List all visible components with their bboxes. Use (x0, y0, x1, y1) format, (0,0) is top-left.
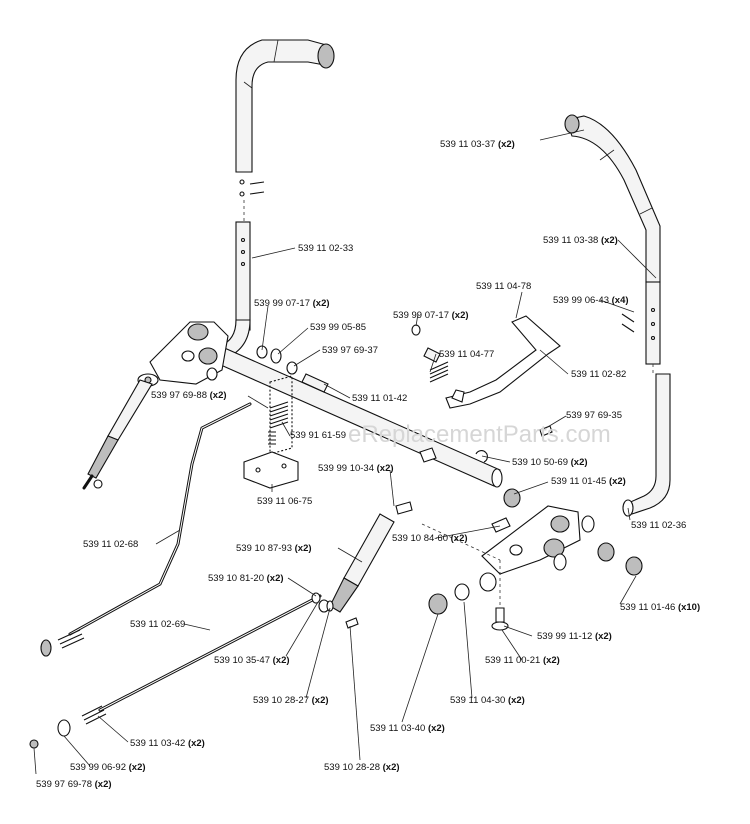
part-label[interactable]: 539 97 69-35 (566, 410, 622, 421)
part-label[interactable]: 539 11 02-33 (298, 243, 353, 254)
part-label[interactable]: 539 10 87-93 (x2) (236, 543, 312, 554)
part-label[interactable]: 539 11 00-21 (x2) (485, 655, 560, 666)
part-label[interactable]: 539 10 35-47 (x2) (214, 655, 290, 666)
part-label[interactable]: 539 11 01-45 (x2) (551, 476, 626, 487)
left-damper (82, 379, 153, 490)
leader-lines (33, 129, 657, 775)
right-lever (445, 315, 561, 409)
right-pivot-bracket (481, 505, 581, 575)
part-label[interactable]: 539 11 03-42 (x2) (130, 738, 205, 749)
part-label[interactable]: 539 11 04-30 (x2) (450, 695, 525, 706)
part-label[interactable]: 539 10 50-69 (x2) (512, 457, 588, 468)
part-label[interactable]: 539 99 06-43 (x4) (553, 295, 629, 306)
center-hardware (311, 425, 553, 629)
part-labels: 539 11 03-37 (x2) 539 11 03-38 (x2) 539 … (36, 139, 700, 790)
part-label[interactable]: 539 11 01-42 (352, 393, 407, 404)
part-label[interactable]: 539 99 07-17 (x2) (393, 310, 469, 321)
part-label[interactable]: 539 91 61-59 (290, 430, 346, 441)
part-label[interactable]: 539 99 10-34 (x2) (318, 463, 394, 474)
part-label[interactable]: 539 11 03-38 (x2) (543, 235, 618, 246)
left-pivot-bracket (137, 321, 229, 387)
part-label[interactable]: 539 11 02-36 (631, 520, 686, 531)
part-label[interactable]: 539 11 03-37 (x2) (440, 139, 515, 150)
part-label[interactable]: 539 11 01-46 (x10) (620, 602, 700, 613)
springs (268, 361, 449, 455)
part-label[interactable]: 539 97 69-88 (x2) (151, 390, 227, 401)
drawing (29, 39, 671, 749)
link-rod-long (29, 594, 322, 749)
part-label[interactable]: 539 99 05-85 (310, 322, 366, 333)
part-label[interactable]: 539 97 69-37 (322, 345, 378, 356)
part-label[interactable]: 539 10 81-20 (x2) (208, 573, 284, 584)
plate-bracket (243, 451, 299, 489)
part-label[interactable]: 539 11 04-78 (476, 281, 531, 292)
link-rod-left (40, 402, 252, 657)
part-label[interactable]: 539 10 84-60 (x2) (392, 533, 468, 544)
right-handle (564, 114, 671, 517)
part-label[interactable]: 539 99 06-92 (x2) (70, 762, 146, 773)
part-label[interactable]: 539 99 07-17 (x2) (254, 298, 330, 309)
part-label[interactable]: 539 11 04-77 (439, 349, 494, 360)
bearings (421, 488, 643, 631)
part-label[interactable]: 539 11 06-75 (257, 496, 312, 507)
part-label[interactable]: 539 10 28-27 (x2) (253, 695, 329, 706)
watermark: eReplacementParts.com (348, 421, 611, 448)
shaft-hardware (256, 324, 441, 393)
part-label[interactable]: 539 11 02-68 (83, 539, 138, 550)
center-damper (318, 501, 413, 613)
part-label[interactable]: 539 10 28-28 (x2) (324, 762, 400, 773)
left-handle (219, 39, 335, 359)
part-label[interactable]: 539 11 03-40 (x2) (370, 723, 445, 734)
part-label[interactable]: 539 97 69-78 (x2) (36, 779, 112, 790)
part-label[interactable]: 539 99 11-12 (x2) (537, 631, 612, 642)
part-label[interactable]: 539 11 02-69 (130, 619, 185, 630)
part-label[interactable]: 539 11 02-82 (571, 369, 626, 380)
